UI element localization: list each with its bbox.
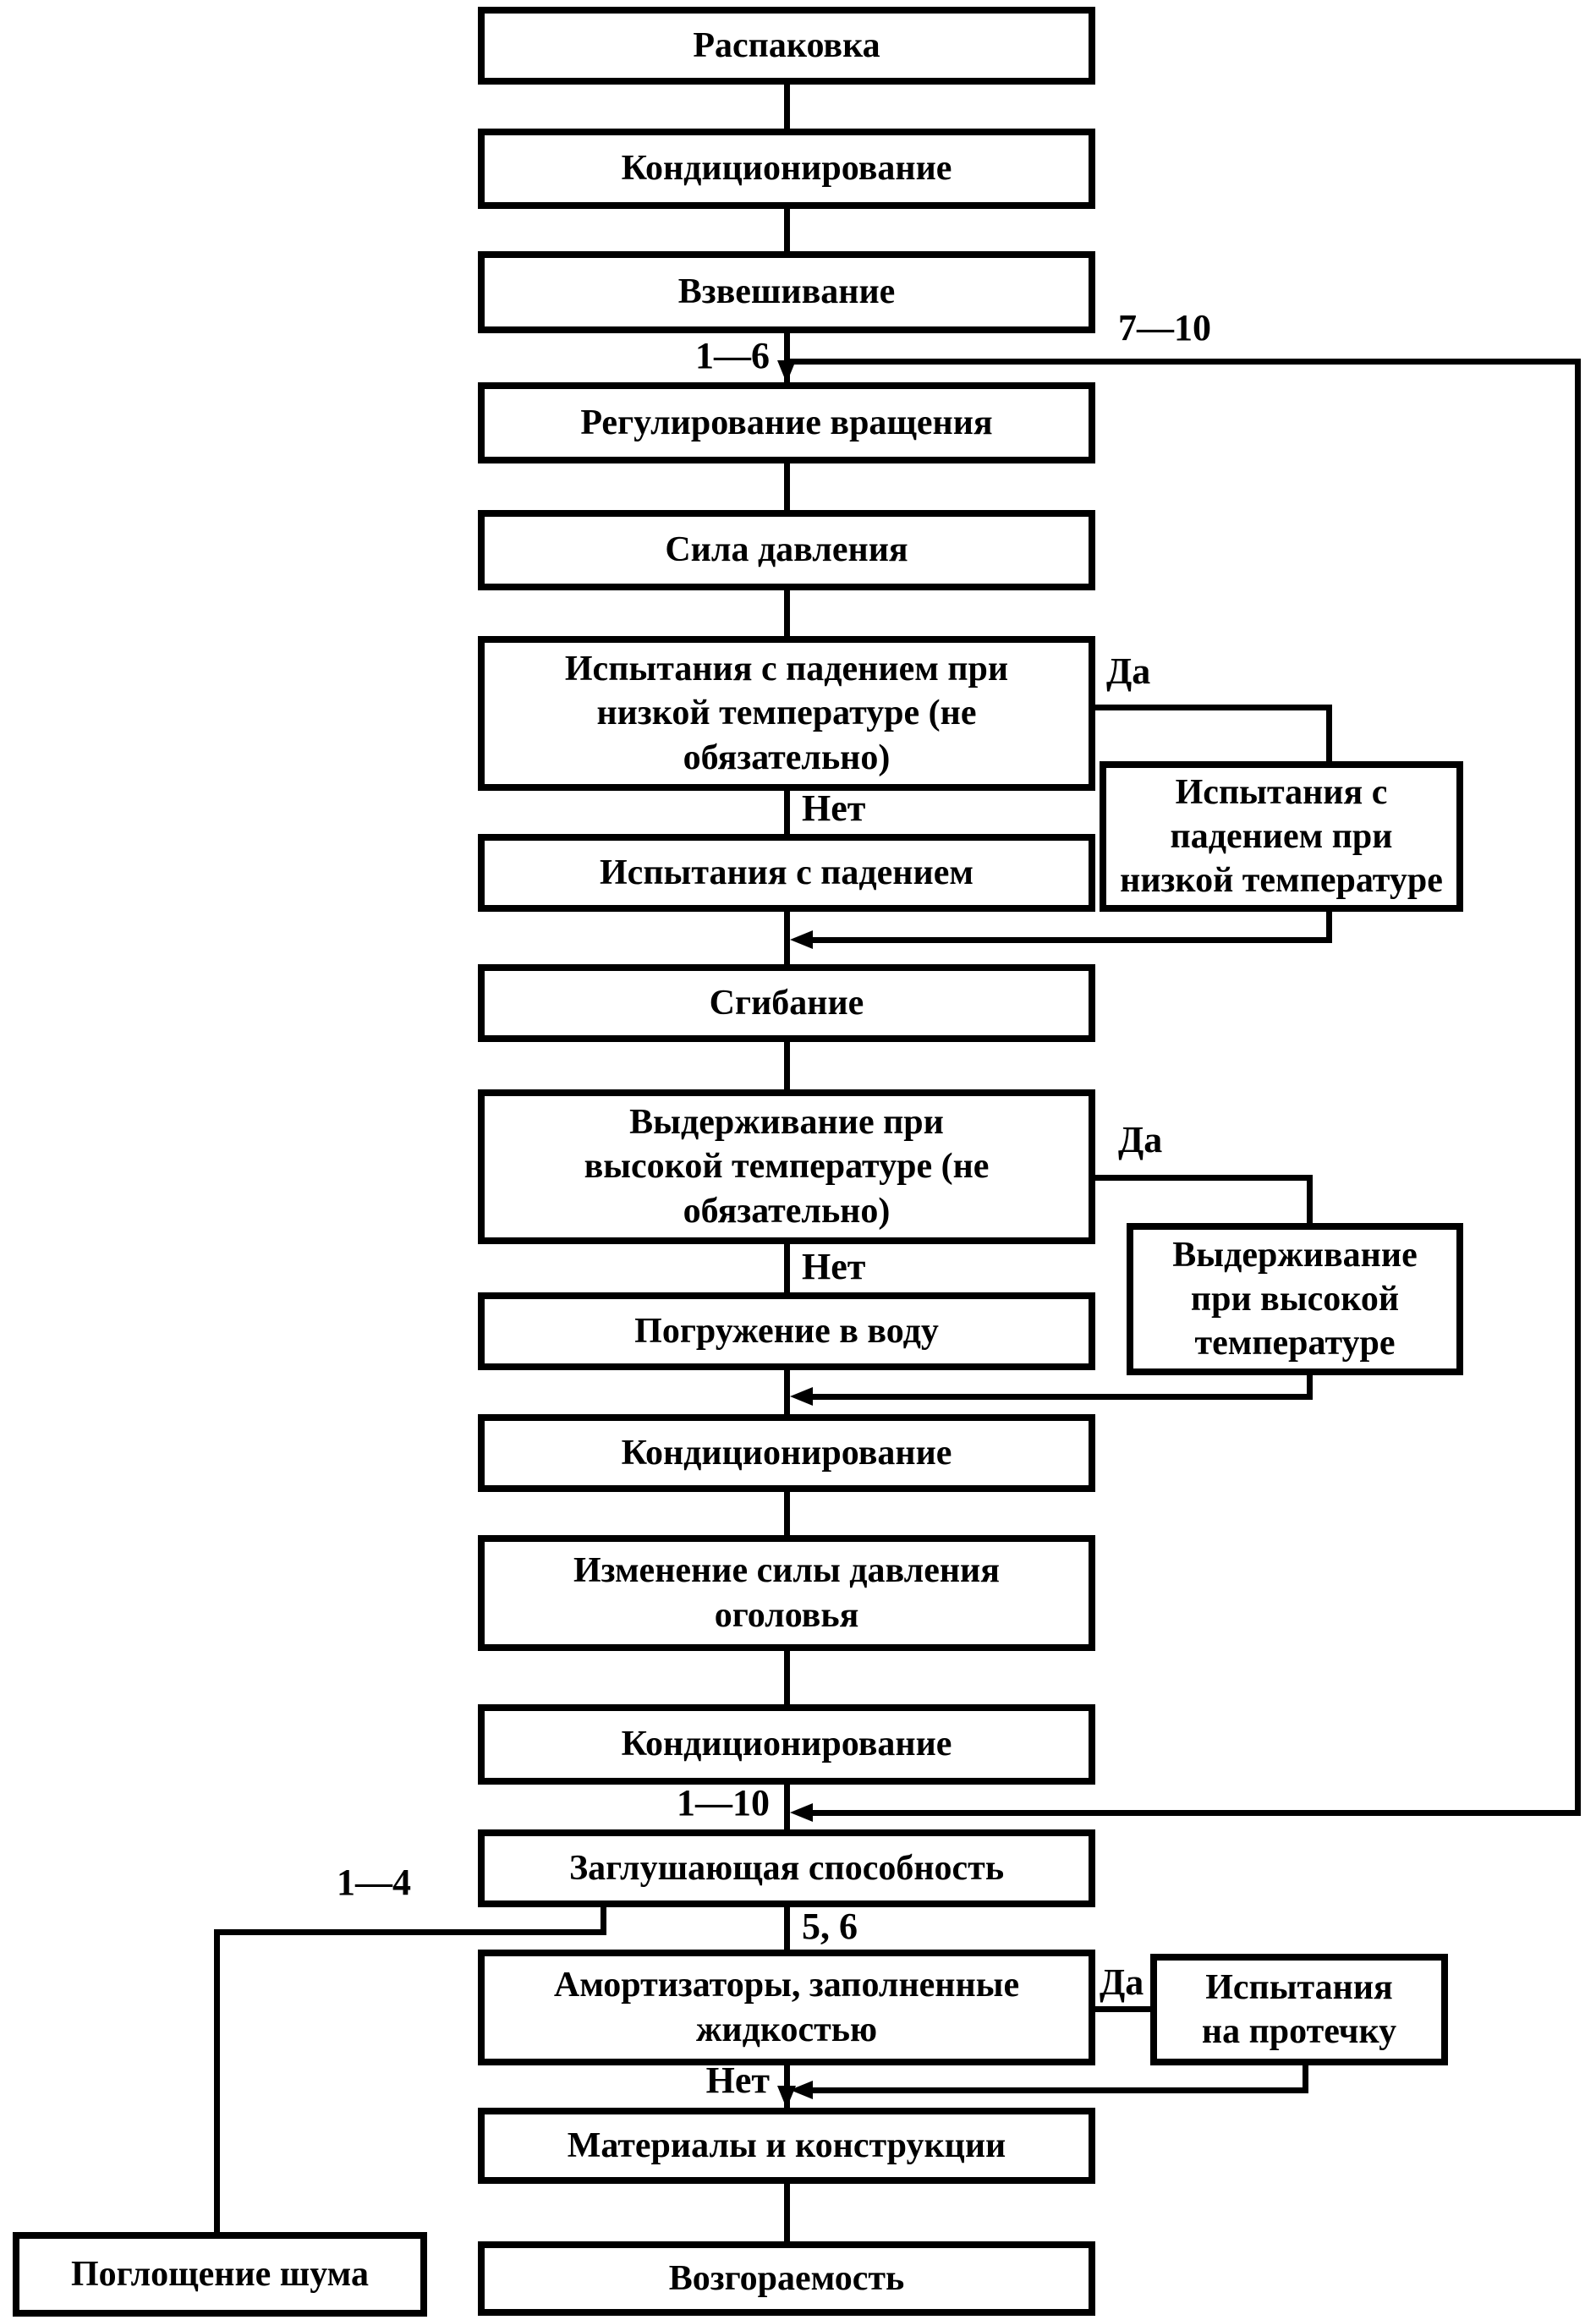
arrowhead-left-return2 bbox=[790, 1387, 813, 1406]
label-steps-1-4: 1—4 bbox=[337, 1862, 411, 1903]
flow-box-drop-test-low-temp-optional: Испытания с падением при низкой температ… bbox=[478, 636, 1095, 791]
flow-box-label: Испытания с падением bbox=[600, 853, 974, 892]
label-no-3: Нет bbox=[705, 2059, 770, 2101]
branch-1-4-stub bbox=[601, 1907, 606, 1935]
return2-drop bbox=[1307, 1375, 1313, 1400]
flow-box-conditioning-3: Кондиционирование bbox=[478, 1704, 1095, 1785]
flow-box-label: Взвешивание bbox=[677, 272, 896, 312]
connector-rotation-pressure bbox=[784, 463, 790, 510]
flow-box-label: Испытания на протечку bbox=[1201, 1967, 1397, 2051]
connector-no2 bbox=[784, 1244, 790, 1292]
flow-box-flammability: Возгораемость bbox=[478, 2241, 1095, 2316]
connector-pressure-droptestopt bbox=[784, 590, 790, 636]
flow-box-label: Испытания с падением при низкой температ… bbox=[1120, 772, 1443, 901]
flow-box-label: Кондиционирование bbox=[621, 1433, 952, 1473]
flow-box-weighing: Взвешивание bbox=[478, 251, 1095, 333]
flow-box-conditioning-2: Кондиционирование bbox=[478, 1414, 1095, 1492]
flow-box-label: Сила давления bbox=[665, 530, 908, 570]
flow-box-label: Сгибание bbox=[709, 983, 864, 1023]
connector-weighing-rotation bbox=[784, 333, 790, 382]
return3-line bbox=[810, 2087, 1308, 2093]
flow-box-muffling-capacity: Заглушающая способность bbox=[478, 1829, 1095, 1907]
label-steps-5-6: 5, 6 bbox=[802, 1906, 858, 1947]
branch-1-4-rail bbox=[214, 1929, 220, 2232]
flow-box-label: Поглощение шума bbox=[70, 2254, 370, 2294]
label-no-2: Нет bbox=[802, 1246, 866, 1287]
flow-box-label: Изменение силы давления оголовья bbox=[573, 1551, 1000, 1635]
yes1-branch-drop bbox=[1326, 705, 1332, 761]
arrowhead-left-1-10 bbox=[790, 1803, 813, 1822]
branch-line-7-10 bbox=[787, 359, 1581, 365]
label-yes-3: Да bbox=[1100, 1961, 1144, 2003]
flow-box-label: Погружение в воду bbox=[634, 1311, 939, 1351]
flow-box-side-leak-test: Испытания на протечку bbox=[1150, 1954, 1448, 2065]
branch-1-4-line bbox=[214, 1929, 606, 1935]
yes1-branch-line bbox=[1095, 705, 1332, 710]
flow-box-water-immersion: Погружение в воду bbox=[478, 1292, 1095, 1370]
connector-conditioning1-weighing bbox=[784, 209, 790, 251]
flow-box-label: Кондиционирование bbox=[621, 149, 952, 189]
flow-box-bending: Сгибание bbox=[478, 964, 1095, 1042]
flow-box-noise-absorption: Поглощение шума bbox=[13, 2232, 427, 2317]
label-no-1: Нет bbox=[802, 787, 866, 829]
arrowhead-down-into-materials bbox=[777, 2086, 796, 2109]
label-steps-1-10: 1—10 bbox=[677, 1782, 770, 1824]
arrowhead-down-into-rotation bbox=[777, 360, 796, 383]
connector-conditioning2-headband bbox=[784, 1492, 790, 1535]
label-steps-7-10: 7—10 bbox=[1118, 307, 1211, 348]
connector-materials-flammability bbox=[784, 2184, 790, 2241]
arrowhead-left-return1 bbox=[790, 930, 813, 949]
flow-box-drop-test: Испытания с падением bbox=[478, 834, 1095, 912]
flow-box-label: Заглушающая способность bbox=[568, 1848, 1005, 1888]
flow-box-unpacking: Распаковка bbox=[478, 7, 1095, 85]
connector-bending-hightempopt bbox=[784, 1042, 790, 1089]
return2-line bbox=[810, 1394, 1313, 1400]
flow-box-pressure-force: Сила давления bbox=[478, 510, 1095, 590]
flow-box-label: Регулирование вращения bbox=[580, 403, 993, 442]
flow-box-conditioning-1: Кондиционирование bbox=[478, 129, 1095, 209]
return1-drop bbox=[1326, 912, 1332, 943]
flow-box-label: Испытания с падением при низкой температ… bbox=[564, 650, 1009, 777]
connector-conditioning3-muffling bbox=[784, 1785, 790, 1829]
flow-box-materials-construction: Материалы и конструкции bbox=[478, 2108, 1095, 2184]
yes2-branch-drop bbox=[1307, 1175, 1313, 1223]
flow-box-label: Распаковка bbox=[693, 25, 880, 65]
connector-droptest-bending bbox=[784, 912, 790, 964]
connector-unpacking-conditioning1 bbox=[784, 85, 790, 129]
flow-box-label: Материалы и конструкции bbox=[567, 2125, 1006, 2165]
flow-box-label: Выдерживание при высокой температуре bbox=[1172, 1235, 1418, 1363]
label-steps-1-6: 1—6 bbox=[695, 335, 770, 376]
connector-immersion-conditioning2 bbox=[784, 1370, 790, 1414]
flow-box-rotation-adjustment: Регулирование вращения bbox=[478, 382, 1095, 463]
yes3-branch-line bbox=[1095, 2006, 1150, 2012]
return-line-1-10 bbox=[810, 1810, 1581, 1816]
flow-box-label: Амортизаторы, заполненные жидкостью bbox=[553, 1966, 1020, 2049]
connector-steps56 bbox=[784, 1907, 790, 1950]
return1-line bbox=[810, 937, 1332, 943]
connector-headband-conditioning3 bbox=[784, 1651, 790, 1704]
label-yes-2: Да bbox=[1118, 1119, 1163, 1160]
flow-box-label: Кондиционирование bbox=[621, 1725, 952, 1764]
right-rail-line bbox=[1575, 359, 1581, 1816]
yes2-branch-line bbox=[1095, 1175, 1313, 1181]
flow-box-liquid-filled-cushions: Амортизаторы, заполненные жидкостью bbox=[478, 1950, 1095, 2065]
flow-box-label: Выдерживание при высокой температуре (не… bbox=[584, 1103, 990, 1231]
flow-box-headband-pressure-change: Изменение силы давления оголовья bbox=[478, 1535, 1095, 1651]
flow-box-side-drop-test-low-temp: Испытания с падением при низкой температ… bbox=[1100, 761, 1463, 912]
return3-drop bbox=[1303, 2065, 1308, 2093]
flow-box-high-temp-hold-optional: Выдерживание при высокой температуре (не… bbox=[478, 1089, 1095, 1244]
connector-no1 bbox=[784, 791, 790, 834]
flow-box-label: Возгораемость bbox=[668, 2258, 905, 2298]
label-yes-1: Да bbox=[1106, 650, 1151, 692]
flow-box-side-high-temp-hold: Выдерживание при высокой температуре bbox=[1127, 1223, 1463, 1375]
